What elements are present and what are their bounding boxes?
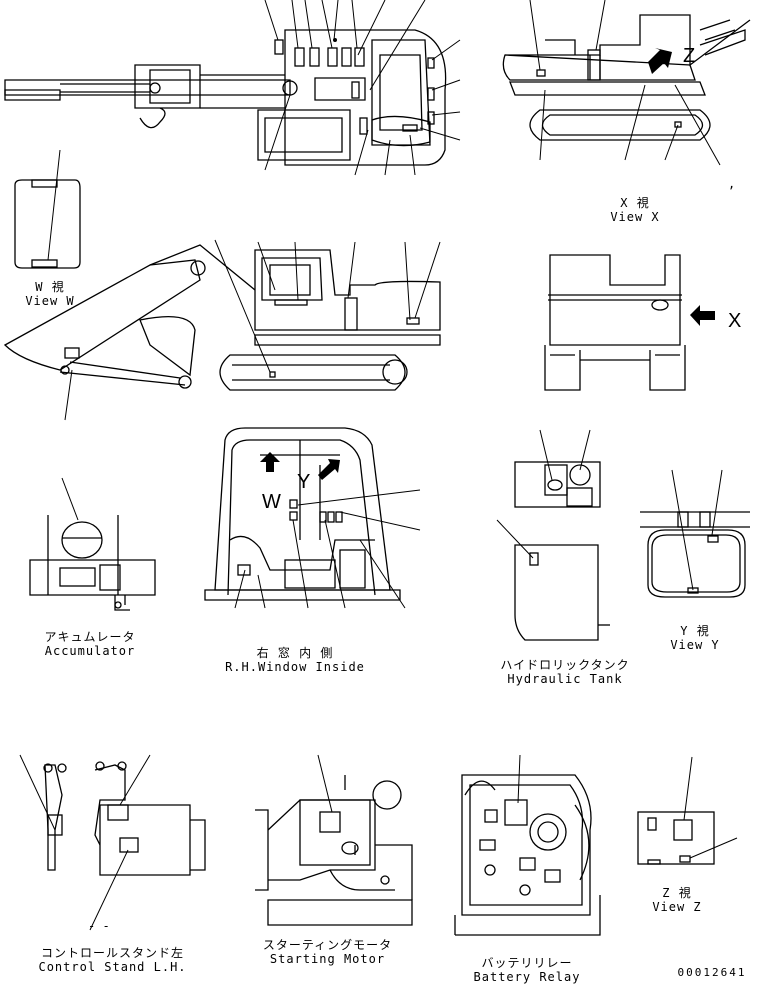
- hydraulic-tank-caption: ハイドロリックタンク Hydraulic Tank: [490, 658, 640, 686]
- battery-relay-drawing: [454, 754, 601, 936]
- battery-relay-jp: バッテリリレー: [481, 956, 573, 970]
- accumulator-drawing: [29, 477, 156, 611]
- side-view-excavator: [3, 239, 441, 421]
- view-w-en: View W: [25, 294, 75, 308]
- accumulator-jp: アキュムレータ: [44, 630, 136, 644]
- view-z-drawing: [637, 756, 738, 865]
- starting-motor-en: Starting Motor: [269, 952, 386, 966]
- control-stand-en: Control Stand L.H.: [38, 960, 187, 974]
- window-inside-caption: 右 窓 内 側 R.H.Window Inside: [210, 646, 380, 674]
- control-stand-caption: コントロールスタンド左 Control Stand L.H.: [25, 946, 200, 974]
- view-z-en: View Z: [652, 900, 702, 914]
- stray-comma: ,: [728, 177, 735, 191]
- starting-motor-drawing: [255, 754, 413, 926]
- front-view-excavator: X: [544, 254, 741, 391]
- view-x-side: Z ,: [502, 0, 751, 191]
- figure-number: 00012641: [677, 966, 747, 979]
- hydraulic-tank-drawing: [496, 429, 610, 641]
- view-z-jp: Z 視: [662, 886, 692, 900]
- hydraulic-tank-jp: ハイドロリックタンク: [500, 658, 630, 672]
- stray-dashes: - -: [88, 919, 110, 933]
- marker-z: Z: [683, 45, 695, 67]
- control-stand-drawing: - -: [19, 754, 206, 933]
- view-x-caption: X 視 View X: [600, 196, 670, 224]
- view-y-jp: Y 視: [680, 624, 710, 638]
- window-inside-jp: 右 窓 内 側: [256, 646, 334, 660]
- view-y-en: View Y: [670, 638, 720, 652]
- view-w-jp: W 視: [35, 280, 65, 294]
- accumulator-caption: アキュムレータ Accumulator: [25, 630, 155, 658]
- marker-w: W: [262, 491, 281, 513]
- view-y-drawing: [640, 469, 750, 598]
- view-w-panel: [14, 149, 81, 269]
- view-w-caption: W 視 View W: [20, 280, 80, 308]
- view-y-caption: Y 視 View Y: [660, 624, 730, 652]
- view-x-jp: X 視: [620, 196, 650, 210]
- accumulator-en: Accumulator: [44, 644, 136, 658]
- view-z-caption: Z 視 View Z: [642, 886, 712, 914]
- marker-y: Y: [297, 471, 310, 493]
- window-inside-drawing: W Y: [204, 427, 421, 609]
- starting-motor-caption: スターティングモータ Starting Motor: [250, 938, 405, 966]
- top-view-excavator: [4, 0, 461, 176]
- window-inside-en: R.H.Window Inside: [225, 660, 365, 674]
- hydraulic-tank-en: Hydraulic Tank: [507, 672, 623, 686]
- view-x-en: View X: [610, 210, 660, 224]
- battery-relay-en: Battery Relay: [473, 970, 581, 984]
- starting-motor-jp: スターティングモータ: [262, 938, 393, 952]
- marker-x: X: [728, 310, 741, 332]
- control-stand-jp: コントロールスタンド左: [40, 946, 184, 960]
- battery-relay-caption: バッテリリレー Battery Relay: [462, 956, 592, 984]
